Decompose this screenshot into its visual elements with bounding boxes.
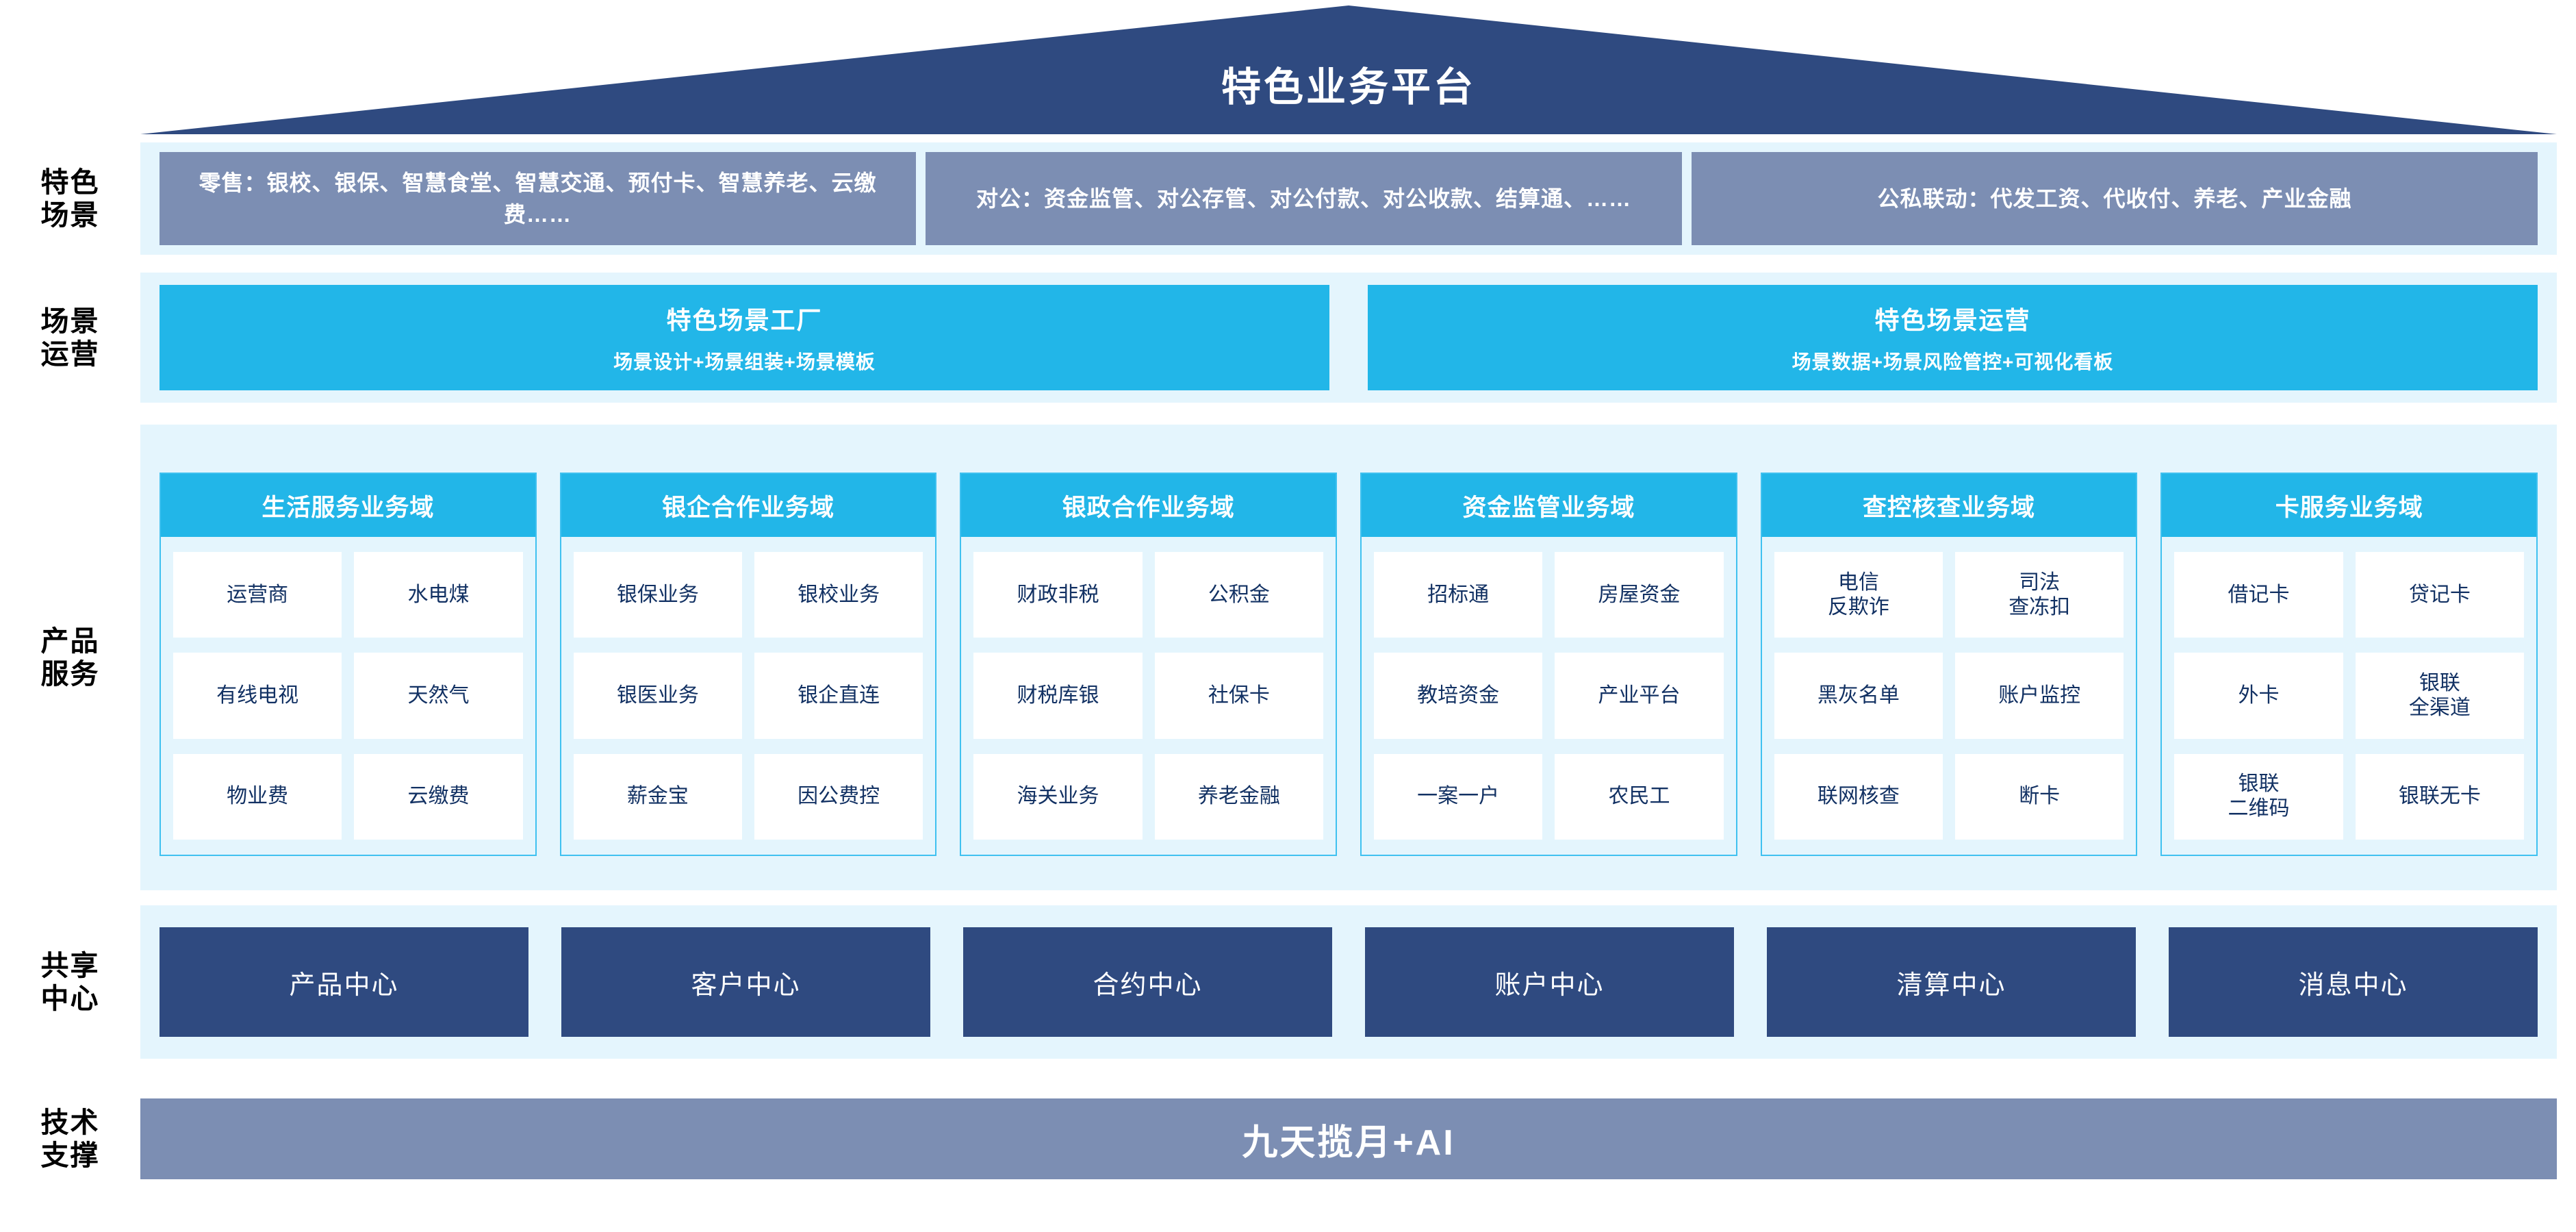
domain-column-bank-enterprise[interactable]: 银企合作业务域 银保业务 银校业务 银医业务 银企直连 薪金宝 因公费控 xyxy=(559,473,937,856)
domain-item[interactable]: 公积金 xyxy=(1154,552,1324,638)
domain-item[interactable]: 银联 全渠道 xyxy=(2355,653,2525,739)
domain-items-grid: 财政非税 公积金 财税库银 社保卡 海关业务 养老金融 xyxy=(961,537,1336,855)
domain-item[interactable]: 天然气 xyxy=(354,653,523,739)
domain-item[interactable]: 水电煤 xyxy=(354,552,523,638)
ops-card-title: 特色场景运营 xyxy=(1874,306,2031,334)
domain-item[interactable]: 司法 查冻扣 xyxy=(1955,552,2124,638)
domain-item[interactable]: 外卡 xyxy=(2174,653,2343,739)
domain-item[interactable]: 借记卡 xyxy=(2174,552,2343,638)
domain-item[interactable]: 物业费 xyxy=(173,753,342,840)
domain-items-grid: 运营商 水电煤 有线电视 天然气 物业费 云缴费 xyxy=(161,537,535,855)
domain-item[interactable]: 海关业务 xyxy=(973,753,1143,840)
row-label-line1: 产品 xyxy=(40,625,100,657)
domain-item[interactable]: 招标通 xyxy=(1374,552,1543,638)
shared-center-settlement[interactable]: 清算中心 xyxy=(1767,927,2136,1037)
shared-centers-band xyxy=(140,905,2557,1059)
domain-item[interactable]: 养老金融 xyxy=(1154,753,1324,840)
domain-column-bank-government[interactable]: 银政合作业务域 财政非税 公积金 财税库银 社保卡 海关业务 养老金融 xyxy=(960,473,1338,856)
ops-card-scenario-factory[interactable]: 特色场景工厂 场景设计+场景组装+场景模板 xyxy=(160,285,1329,390)
domain-item[interactable]: 有线电视 xyxy=(173,653,342,739)
shared-centers-row: 产品中心 客户中心 合约中心 账户中心 清算中心 消息中心 xyxy=(140,927,2557,1037)
domain-title: 资金监管业务域 xyxy=(1362,474,1736,537)
domain-item[interactable]: 银联 二维码 xyxy=(2174,753,2343,840)
domain-item[interactable]: 产业平台 xyxy=(1555,653,1724,739)
domain-item[interactable]: 银企直连 xyxy=(754,653,923,739)
ops-card-subtitle: 场景设计+场景组装+场景模板 xyxy=(613,351,876,373)
domain-item[interactable]: 运营商 xyxy=(173,552,342,638)
row-label-scenario-operations: 场景 运营 xyxy=(0,273,140,403)
scenario-card-corporate[interactable]: 对公：资金监管、对公存管、对公付款、对公收款、结算通、…… xyxy=(926,152,1682,245)
row-label-line1: 技术 xyxy=(40,1106,100,1138)
product-services-band xyxy=(140,425,2557,890)
row-label-shared-centers: 共享 中心 xyxy=(0,905,140,1059)
domain-column-investigation-control[interactable]: 查控核查业务域 电信 反欺诈 司法 查冻扣 黑灰名单 账户监控 联网核查 断卡 xyxy=(1760,473,2138,856)
row-label-line2: 运营 xyxy=(40,338,100,370)
shared-center-contract[interactable]: 合约中心 xyxy=(963,927,1332,1037)
row-label-line1: 共享 xyxy=(40,949,100,981)
row-label-line1: 场景 xyxy=(40,305,100,337)
ops-card-scenario-operation[interactable]: 特色场景运营 场景数据+场景风险管控+可视化看板 xyxy=(1368,285,2538,390)
shared-center-message[interactable]: 消息中心 xyxy=(2169,927,2538,1037)
domain-item[interactable]: 账户监控 xyxy=(1955,653,2124,739)
domain-item[interactable]: 断卡 xyxy=(1955,753,2124,840)
domain-item[interactable]: 银保业务 xyxy=(573,552,742,638)
row-label-line2: 服务 xyxy=(40,658,100,690)
page-title: 特色业务平台 xyxy=(1221,65,1476,110)
domain-title: 生活服务业务域 xyxy=(161,474,535,537)
domain-item[interactable]: 教培资金 xyxy=(1374,653,1543,739)
domain-item[interactable]: 一案一户 xyxy=(1374,753,1543,840)
domain-column-card-services[interactable]: 卡服务业务域 借记卡 贷记卡 外卡 银联 全渠道 银联 二维码 银联无卡 xyxy=(2160,473,2538,856)
domain-items-grid: 借记卡 贷记卡 外卡 银联 全渠道 银联 二维码 银联无卡 xyxy=(2162,537,2536,855)
shared-center-account[interactable]: 账户中心 xyxy=(1365,927,1734,1037)
domain-item[interactable]: 黑灰名单 xyxy=(1774,653,1943,739)
row-label-line2: 中心 xyxy=(40,983,100,1014)
row-label-line2: 支撑 xyxy=(40,1140,100,1171)
domain-item[interactable]: 因公费控 xyxy=(754,753,923,840)
domain-item[interactable]: 银校业务 xyxy=(754,552,923,638)
domain-item[interactable]: 社保卡 xyxy=(1154,653,1324,739)
domain-item[interactable]: 贷记卡 xyxy=(2355,552,2525,638)
row-label-technical-support: 技术 支撑 xyxy=(0,1098,140,1179)
domain-item[interactable]: 银联无卡 xyxy=(2355,753,2525,840)
scenario-card-retail[interactable]: 零售：银校、银保、智慧食堂、智慧交通、预付卡、智慧养老、云缴费…… xyxy=(160,152,916,245)
ops-card-subtitle: 场景数据+场景风险管控+可视化看板 xyxy=(1791,351,2114,373)
domain-items-grid: 招标通 房屋资金 教培资金 产业平台 一案一户 农民工 xyxy=(1362,537,1736,855)
scenario-card-public-private[interactable]: 公私联动：代发工资、代收付、养老、产业金融 xyxy=(1692,152,2538,245)
featured-scenarios-row: 零售：银校、银保、智慧食堂、智慧交通、预付卡、智慧养老、云缴费…… 对公：资金监… xyxy=(140,152,2557,245)
domain-item[interactable]: 农民工 xyxy=(1555,753,1724,840)
row-label-product-services: 产品 服务 xyxy=(0,425,140,890)
domain-title: 银企合作业务域 xyxy=(561,474,936,537)
domain-title: 卡服务业务域 xyxy=(2162,474,2537,537)
platform-header: 特色业务平台 xyxy=(0,0,2576,134)
domain-item[interactable]: 薪金宝 xyxy=(573,753,742,840)
domain-item[interactable]: 云缴费 xyxy=(354,753,523,840)
shared-center-customer[interactable]: 客户中心 xyxy=(561,927,930,1037)
shared-center-product[interactable]: 产品中心 xyxy=(160,927,528,1037)
domain-column-fund-supervision[interactable]: 资金监管业务域 招标通 房屋资金 教培资金 产业平台 一案一户 农民工 xyxy=(1360,473,1737,856)
domain-column-life-services[interactable]: 生活服务业务域 运营商 水电煤 有线电视 天然气 物业费 云缴费 xyxy=(160,473,537,856)
row-label-line2: 场景 xyxy=(40,199,100,231)
domain-item[interactable]: 电信 反欺诈 xyxy=(1774,552,1943,638)
domain-items-grid: 银保业务 银校业务 银医业务 银企直连 薪金宝 因公费控 xyxy=(561,537,936,855)
domain-title: 查控核查业务域 xyxy=(1761,474,2137,537)
domain-item[interactable]: 联网核查 xyxy=(1774,753,1943,840)
ops-card-title: 特色场景工厂 xyxy=(666,306,823,334)
scenario-operations-row: 特色场景工厂 场景设计+场景组装+场景模板 特色场景运营 场景数据+场景风险管控… xyxy=(140,285,2557,390)
technical-support-bar[interactable]: 九天揽月+AI xyxy=(140,1098,2557,1179)
domain-item[interactable]: 财税库银 xyxy=(973,653,1143,739)
domain-item[interactable]: 银医业务 xyxy=(573,653,742,739)
product-services-row: 生活服务业务域 运营商 水电煤 有线电视 天然气 物业费 云缴费 银企合作业务域… xyxy=(140,473,2557,856)
row-label-line1: 特色 xyxy=(40,166,100,198)
domain-item[interactable]: 财政非税 xyxy=(973,552,1143,638)
domain-items-grid: 电信 反欺诈 司法 查冻扣 黑灰名单 账户监控 联网核查 断卡 xyxy=(1762,537,2137,855)
row-label-featured-scenarios: 特色 场景 xyxy=(0,142,140,255)
domain-item[interactable]: 房屋资金 xyxy=(1555,552,1724,638)
domain-title: 银政合作业务域 xyxy=(961,474,1336,537)
